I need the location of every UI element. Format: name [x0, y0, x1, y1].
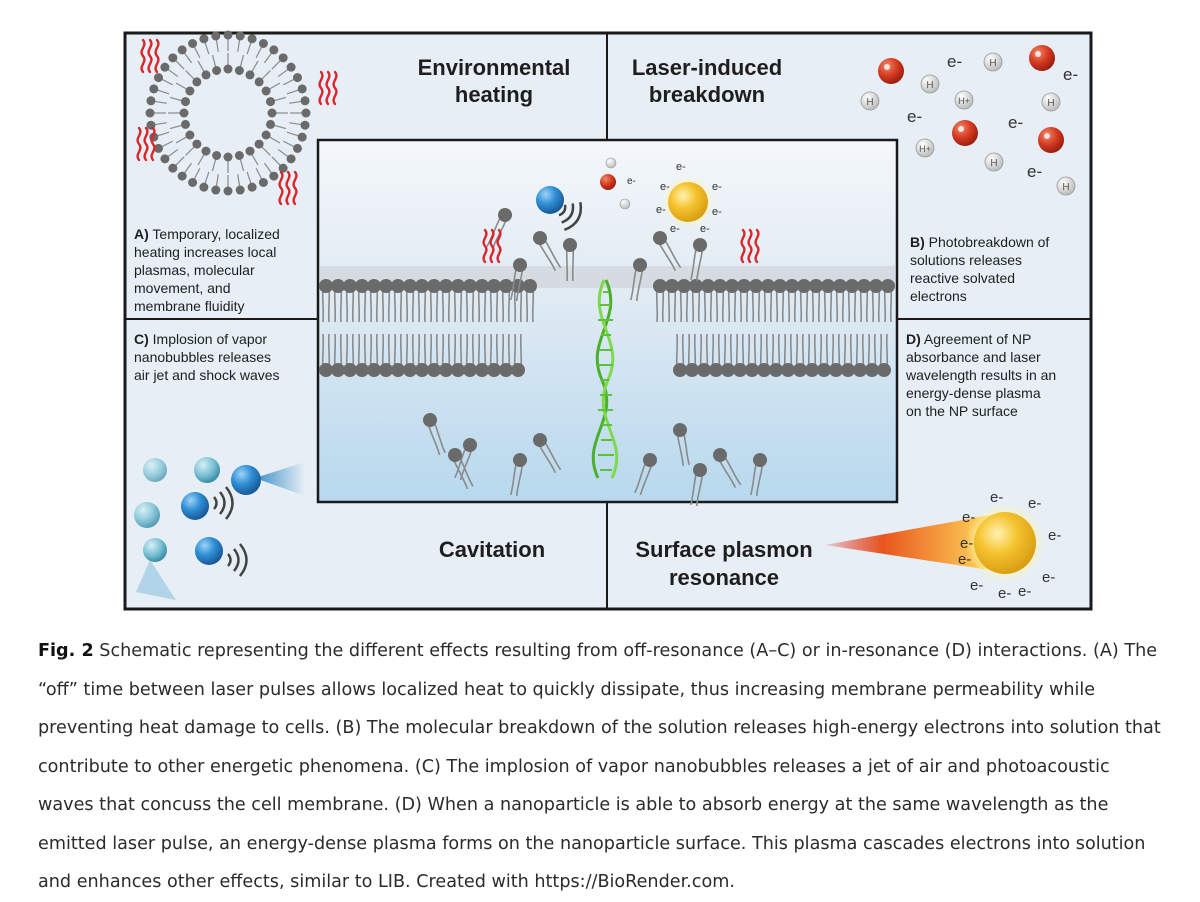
svg-text:H+: H+ — [919, 144, 931, 154]
panel-title-environmental-heating: Environmental — [418, 55, 571, 80]
svg-text:e-: e- — [1048, 527, 1061, 544]
svg-text:e-: e- — [627, 176, 636, 187]
svg-text:e-: e- — [712, 181, 722, 193]
panel-title-environmental-heating: heating — [455, 82, 533, 107]
svg-text:e-: e- — [660, 181, 670, 193]
svg-text:e-: e- — [970, 577, 983, 594]
electron-labels: e- e- e- e- e- e- e- — [656, 161, 722, 235]
svg-text:H: H — [866, 97, 873, 108]
note-a: membrane fluidity — [134, 298, 245, 314]
svg-text:e-: e- — [1042, 569, 1055, 586]
svg-text:e-: e- — [670, 223, 680, 235]
note-c: nanobubbles releases — [134, 349, 271, 365]
note-a: movement, and — [134, 280, 231, 296]
note-c: C) Implosion of vapor — [134, 331, 267, 347]
note-a: heating increases local — [134, 244, 276, 260]
note-d: on the NP surface — [906, 403, 1018, 419]
svg-text:H: H — [989, 58, 996, 69]
svg-text:H: H — [1062, 182, 1069, 193]
note-a: plasmas, molecular — [134, 262, 255, 278]
note-b: solutions releases — [910, 252, 1022, 268]
svg-text:e-: e- — [960, 535, 973, 552]
note-b: reactive solvated — [910, 270, 1015, 286]
panel-title-cavitation: Cavitation — [439, 537, 545, 562]
schematic-figure: e- e- e- e- e- e- e- e- Environmental he… — [123, 30, 1093, 611]
figure-caption: Fig. 2 Schematic representing the differ… — [38, 632, 1168, 902]
note-a: A) Temporary, localized — [134, 226, 280, 242]
svg-text:e-: e- — [962, 509, 975, 526]
svg-text:H+: H+ — [958, 96, 970, 106]
note-d: D) Agreement of NP — [906, 331, 1031, 347]
lipid-bilayer — [318, 204, 896, 508]
caption-label: Fig. 2 — [38, 641, 94, 661]
note-b: B) Photobreakdown of — [910, 234, 1049, 250]
membrane-panel: e- e- e- e- e- e- e- e- — [316, 138, 899, 508]
svg-text:H: H — [990, 158, 997, 169]
svg-text:e-: e- — [1008, 113, 1023, 132]
svg-text:H: H — [926, 80, 933, 91]
water-molecule-icon: e- — [600, 157, 636, 210]
cavitation-bubbles-icon — [134, 457, 305, 600]
svg-text:e-: e- — [1063, 65, 1078, 84]
nanobubble-icon — [536, 186, 564, 214]
svg-text:e-: e- — [958, 551, 971, 568]
spr-nanoparticle-icon: e-e-e-e-e-e-e-e-e-e- — [825, 489, 1061, 602]
note-b: electrons — [910, 288, 967, 304]
svg-text:e-: e- — [947, 52, 962, 71]
svg-text:e-: e- — [907, 107, 922, 126]
panel-title-spr: Surface plasmon — [635, 537, 812, 562]
svg-text:e-: e- — [998, 585, 1011, 602]
panel-title-spr: resonance — [669, 565, 779, 590]
svg-text:e-: e- — [676, 161, 686, 173]
note-c: air jet and shock waves — [134, 367, 280, 383]
liposome-icon — [145, 30, 311, 196]
note-d: absorbance and laser — [906, 349, 1041, 365]
svg-text:e-: e- — [1028, 495, 1041, 512]
svg-text:H: H — [1047, 98, 1054, 109]
panel-title-laser-breakdown: Laser-induced — [632, 55, 782, 80]
caption-text: Schematic representing the different eff… — [38, 641, 1161, 892]
note-d: energy-dense plasma — [906, 385, 1041, 401]
note-d: wavelength results in an — [905, 367, 1056, 383]
svg-text:e-: e- — [1018, 583, 1031, 600]
svg-text:e-: e- — [700, 223, 710, 235]
water-molecules-icon: H H H H H H H+ H+ e-e-e-e-e- — [860, 45, 1078, 196]
svg-text:e-: e- — [990, 489, 1003, 506]
svg-text:e-: e- — [1027, 162, 1042, 181]
panel-title-laser-breakdown: breakdown — [649, 82, 765, 107]
svg-text:e-: e- — [712, 206, 722, 218]
dna-strand — [591, 279, 619, 479]
svg-text:e-: e- — [656, 204, 666, 216]
